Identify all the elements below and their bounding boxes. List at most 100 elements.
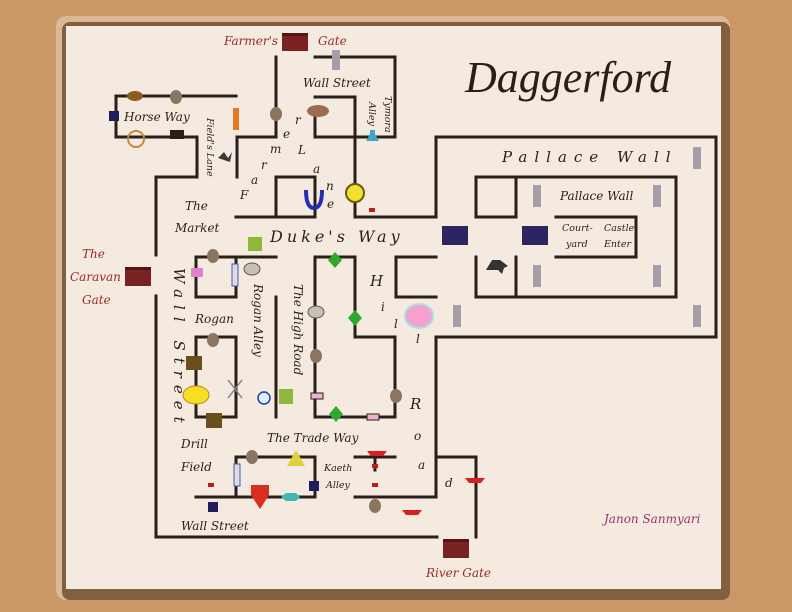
label-courtyard-1: Court- <box>562 223 593 234</box>
street-label-field: Field <box>181 460 212 474</box>
barber-pole-icon <box>231 263 241 487</box>
sun-rose-icon <box>345 183 365 203</box>
farmer-lane-letter: r <box>261 158 267 172</box>
wall-line <box>313 115 357 139</box>
sewing-icon <box>191 268 203 277</box>
potion-icon <box>366 130 379 141</box>
hill-road-letter: l <box>416 332 420 346</box>
river-gate-label: River Gate <box>426 566 491 580</box>
barrel-icon <box>170 90 402 513</box>
wall-line <box>235 55 278 179</box>
crossed-swords-icon <box>227 379 243 399</box>
healing-icon <box>257 391 271 405</box>
street-label-tymora-alley: Alley <box>366 102 377 126</box>
gate-icon-farmers <box>282 33 308 51</box>
red-shield-icon <box>251 485 269 509</box>
horse-icon <box>486 260 508 274</box>
wall-line <box>154 294 439 539</box>
anvil-icon <box>170 130 184 139</box>
hill-road-letter: d <box>445 476 453 490</box>
wheel-icon <box>127 130 145 148</box>
farmer-lane-letter: n <box>326 179 334 193</box>
boots-icon <box>186 356 222 428</box>
hill-road-letter: o <box>414 429 422 443</box>
hill-road-letter: a <box>418 458 426 472</box>
farmers-gate-label-2: Gate <box>318 34 347 48</box>
street-label-horse-way: Horse Way <box>124 110 190 124</box>
hill-road-letter: H <box>370 272 384 290</box>
street-label-wall-street-north: Wall Street <box>303 76 371 90</box>
street-label-the: The <box>185 199 208 213</box>
hill-road-letter: i <box>381 300 385 314</box>
caravan-gate-label-3: Gate <box>82 293 111 307</box>
scale-icon <box>310 392 380 421</box>
caravan-gate-label-1: The <box>82 247 105 261</box>
farmers-gate-label-1: Farmer's <box>224 34 279 48</box>
wall-line <box>474 175 518 219</box>
gate-icon-river <box>443 539 469 558</box>
label-castle-enter-1: Castle <box>604 223 635 234</box>
wall-line <box>434 135 718 499</box>
coin-pile-icon <box>287 450 305 466</box>
farmer-lane-letter: a <box>251 173 259 187</box>
street-label-fields-lane: Field's Lane <box>204 118 215 177</box>
wall-line <box>394 255 438 299</box>
flag-icon <box>208 208 378 487</box>
street-walls <box>114 55 718 539</box>
street-label-rogan-alley: Rogan Alley <box>251 284 265 357</box>
farmer-lane-letter: r <box>295 113 301 127</box>
caravan-gate-label-2: Caravan <box>70 270 121 284</box>
wall-line <box>313 95 438 219</box>
wall-line <box>114 115 199 179</box>
tower-icon <box>332 50 701 327</box>
palace-gate-icon-outer <box>442 226 468 245</box>
street-label-pallace-wall-outer: Pallace Wall <box>502 148 678 166</box>
wall-line <box>434 455 478 539</box>
map-title: Daggerford <box>465 53 672 102</box>
author-credit: Janon Sanmyari <box>604 512 701 526</box>
street-label-pallace-wall-inner: Pallace Wall <box>560 189 634 203</box>
rock-icon <box>243 262 325 319</box>
wall-line <box>274 175 317 219</box>
farmer-lane-letter: L <box>298 143 306 157</box>
candle-icon <box>233 108 239 130</box>
farmer-lane-letter: e <box>283 127 291 141</box>
pants-icon <box>248 237 293 404</box>
label-castle-enter-2: Enter <box>604 239 632 250</box>
palace-gate-icon-inner <box>522 226 548 245</box>
gate-icon-caravan <box>125 267 151 286</box>
wall-line <box>554 215 638 259</box>
fish-icon <box>281 493 300 501</box>
street-label-drill: Drill <box>181 437 208 451</box>
farmer-lane-letter: F <box>240 188 249 202</box>
street-label-wall-street-west: Wall Street <box>170 268 188 430</box>
street-label-tymora: Tymora <box>382 96 393 133</box>
farmer-lane-letter: m <box>270 142 282 156</box>
ship-icon <box>367 451 485 515</box>
hill-road-letter: R <box>410 395 422 413</box>
street-label-high-road: The High Road <box>291 284 305 376</box>
shield-crossed-swords-icon <box>109 111 319 512</box>
street-label-trade-way: The Trade Way <box>267 431 359 445</box>
lyre-icon <box>304 189 324 211</box>
farmer-lane-letter: a <box>313 162 321 176</box>
street-label-rogan: Rogan <box>195 312 234 326</box>
wall-line <box>313 255 397 419</box>
street-label-dukes-way: Duke's Way <box>270 227 404 246</box>
bread-icon <box>127 91 143 101</box>
farmer-lane-letter: e <box>327 197 335 211</box>
pig-icon <box>307 105 329 117</box>
street-label-kaeth: Kaeth <box>324 463 353 474</box>
hill-road-letter: l <box>394 317 398 331</box>
wall-line <box>474 175 678 299</box>
street-label-wall-street-south: Wall Street <box>181 519 249 533</box>
wall-line <box>194 335 238 419</box>
street-label-market: Market <box>175 221 220 235</box>
street-label-kaeth-alley: Alley <box>326 480 350 491</box>
gold-disc-icon <box>182 385 210 405</box>
gem-icon <box>328 252 362 422</box>
bat-icon <box>218 152 232 162</box>
rainbow-orb-icon <box>404 303 434 329</box>
label-courtyard-2: yard <box>566 239 588 250</box>
